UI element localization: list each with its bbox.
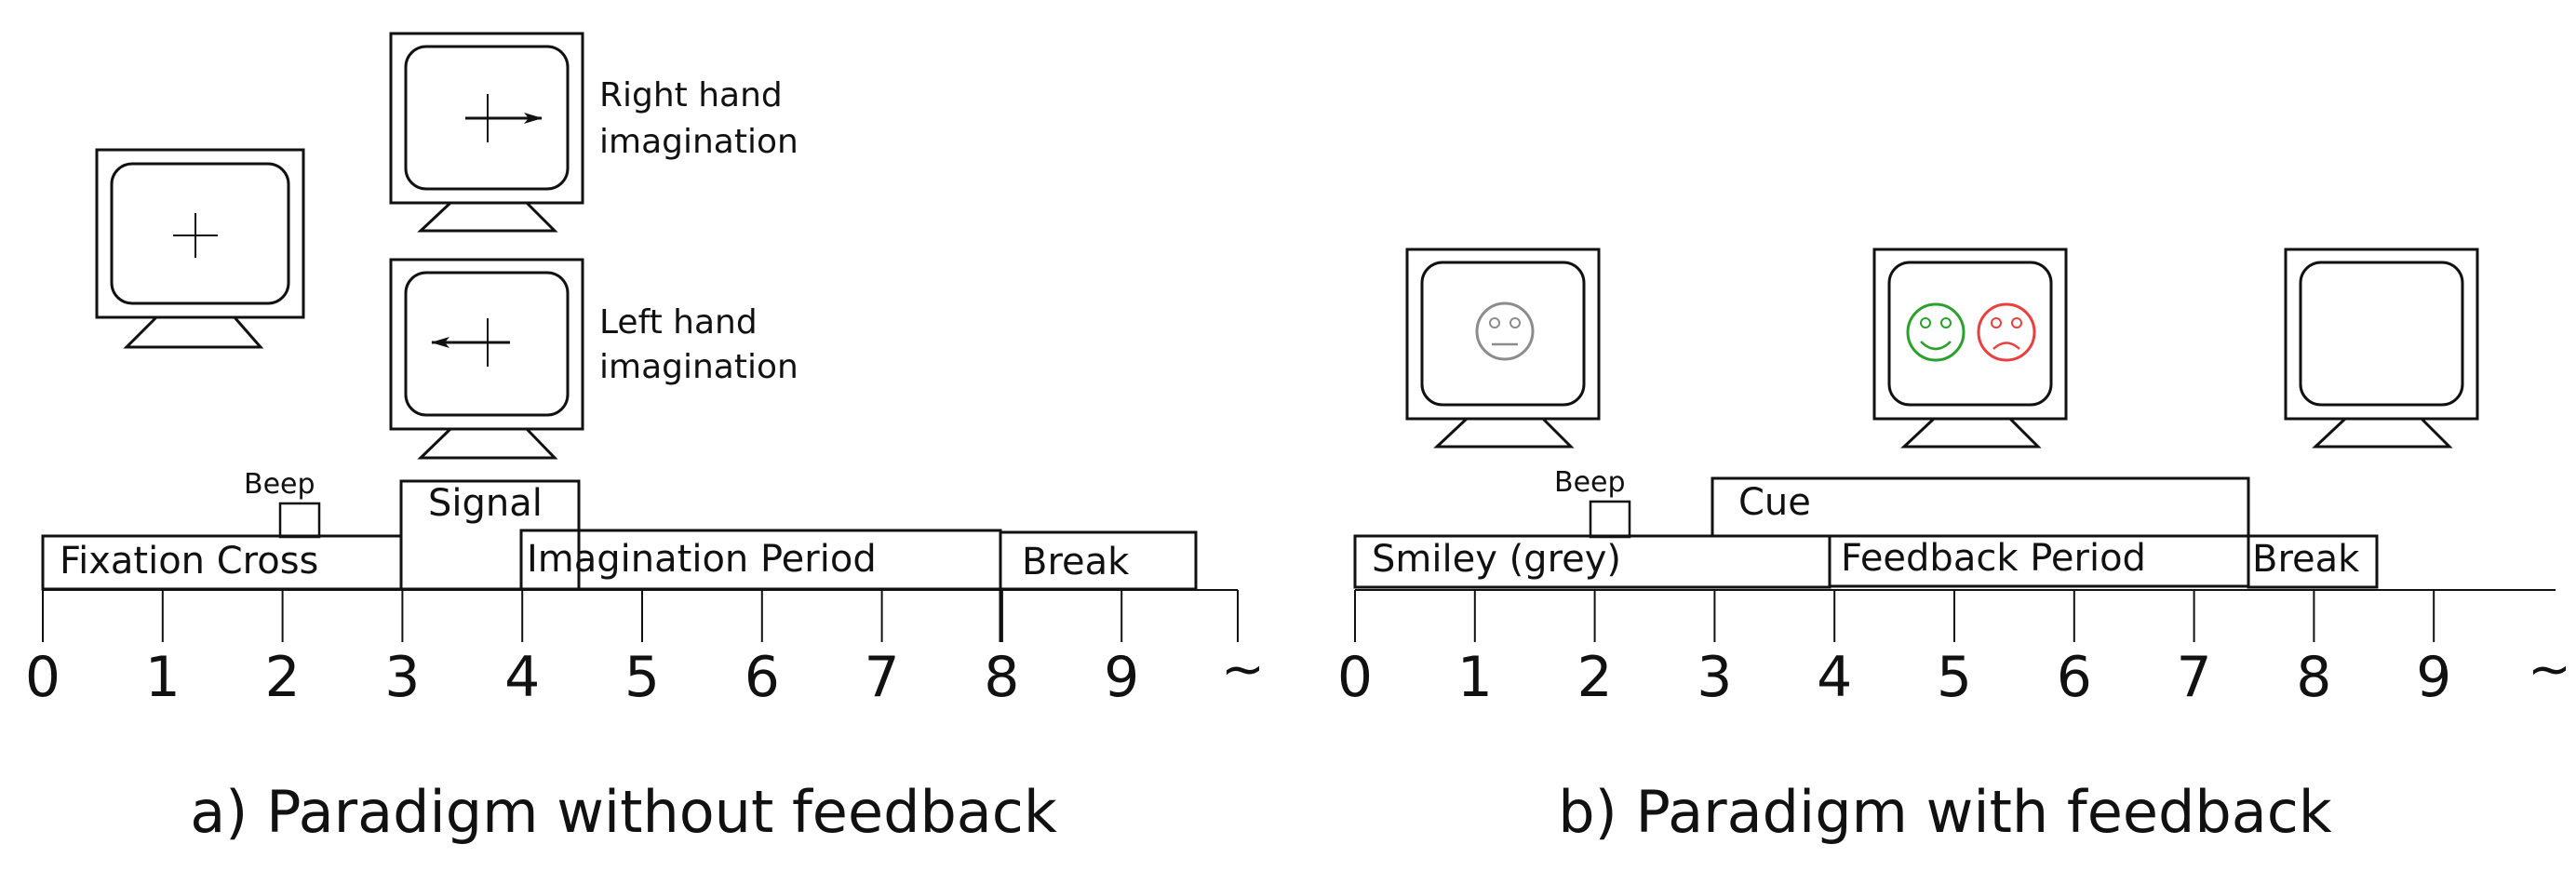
monitor-right-hand [389,32,584,233]
axis-tick-label: 9 [1104,645,1139,710]
monitor-screen [1887,261,2053,407]
axis-tick-label: 8 [984,645,1019,710]
axis-tick-label: 2 [1577,645,1613,710]
beep-label: Beep [1554,466,1626,499]
arrow-right-icon [465,94,543,142]
panel-a: Right hand imagination Left hand imagina… [25,32,1265,846]
monitor-bezel [389,32,584,205]
beep-box [278,502,321,539]
axis-tick-label: 8 [2296,645,2331,710]
sad-face-icon [1977,302,2036,362]
monitor-screen [2299,261,2464,407]
axis-tick-label: 1 [1457,645,1493,710]
axis-tick-label: 6 [745,645,780,710]
monitor-feedback [1872,248,2068,449]
axis-tick-label: 3 [384,645,420,710]
monitor-screen [404,45,570,191]
axis-tick-label: 3 [1697,645,1732,710]
axis-tick-label: 6 [2057,645,2092,710]
monitor-left-hand [389,258,584,460]
monitor-blank [2284,248,2479,449]
panel-b: Beep Cue Smiley (grey) Feedback Period B… [1337,248,2571,846]
signal-label: Signal [428,482,543,525]
axis-tilde: ~ [2528,639,2571,700]
left-hand-label-line2: imagination [599,348,798,386]
monitor-stand [417,201,558,233]
monitor-bezel [1872,248,2068,421]
break-box [2247,534,2379,589]
monitor-bezel [389,258,584,431]
axis-tick-label: 0 [1337,645,1373,710]
monitor-neutral [1405,248,1601,449]
fixation-cross-icon [173,213,218,258]
cue-label: Cue [1738,481,1811,524]
monitor-bezel [95,148,305,319]
neutral-face-icon [1475,302,1535,361]
right-hand-label-line1: Right hand [599,76,783,114]
axis-tick-label: 5 [1937,645,1972,710]
axis-ticks: 0 1 2 3 4 5 6 7 8 9 [1337,590,2451,710]
fixation-cross-label: Fixation Cross [60,540,318,583]
monitor-stand [1433,417,1575,449]
monitor-stand [1900,417,2042,449]
time-axis-b: 0 1 2 3 4 5 6 7 8 9 ~ [1337,589,2571,710]
happy-face-icon [1906,302,1966,362]
monitor-stand [2312,417,2453,449]
axis-tick-label: 0 [25,645,60,710]
caption-a: a) Paradigm without feedback [190,778,1057,846]
arrow-left-icon [431,318,510,367]
break-label: Break [2252,538,2360,581]
caption-b: b) Paradigm with feedback [1558,778,2332,846]
axis-tick-label: 4 [1817,645,1852,710]
time-axis-a: 0 1 2 3 4 5 6 7 8 9 ~ [25,532,1265,710]
axis-tick-label: 1 [145,645,181,710]
axis-tick-label: 5 [624,645,660,710]
axis-tick-label: 4 [504,645,540,710]
axis-tick-label: 9 [2416,645,2451,710]
left-hand-label-line1: Left hand [599,303,758,342]
break-label: Break [1022,541,1130,583]
monitor-stand [123,315,264,349]
monitor-stand [417,427,558,460]
monitor-screen [1420,261,1586,407]
monitor-screen [404,271,570,417]
monitor-fixation [95,148,305,349]
imagination-period-label: Imagination Period [527,538,877,581]
beep-label: Beep [244,468,315,501]
monitor-bezel [2284,248,2479,421]
axis-tick-label: 7 [865,645,900,710]
axis-tick-label: 7 [2177,645,2212,710]
axis-ticks: 0 1 2 3 4 5 6 7 8 9 [25,590,1139,710]
smiley-grey-label: Smiley (grey) [1372,538,1621,581]
beep-box [1589,500,1631,539]
axis-tick-label: 2 [265,645,301,710]
feedback-period-label: Feedback Period [1841,537,2146,580]
axis-tilde: ~ [1221,639,1265,700]
monitor-screen [110,162,290,305]
monitor-bezel [1405,248,1601,421]
right-hand-label-line2: imagination [599,123,798,161]
